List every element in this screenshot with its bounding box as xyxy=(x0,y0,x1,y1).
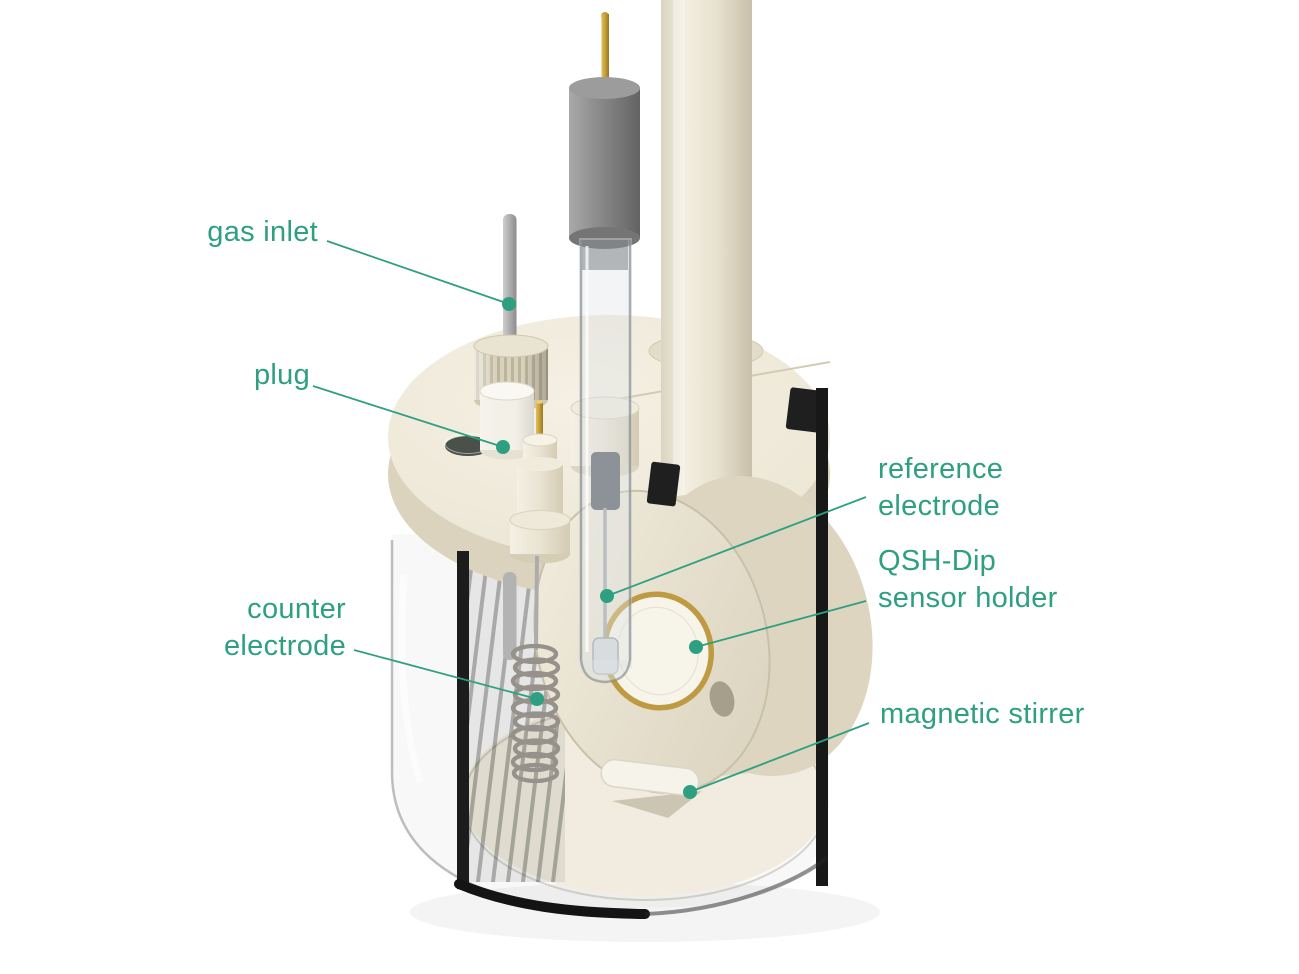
glass-highlight xyxy=(398,574,424,784)
label-magnetic-stirrer: magnetic stirrer xyxy=(880,698,1085,730)
label-reference-electrode: reference electrode xyxy=(878,451,1003,525)
counter-electrode-pin xyxy=(536,402,543,444)
gas-inlet-tube-lower xyxy=(503,572,517,660)
label-reference-electrode-line2: electrode xyxy=(878,490,1000,522)
leader-magnetic-stirrer xyxy=(689,722,870,793)
lid-open-port xyxy=(445,436,491,456)
qsh-dip-sensor-holder xyxy=(533,475,873,795)
holder-side-hole xyxy=(709,681,735,717)
reference-electrode-assembly xyxy=(569,12,640,684)
dot-qsh-dip xyxy=(689,640,703,654)
dot-gas-inlet xyxy=(502,297,516,311)
dot-plug xyxy=(496,440,510,454)
sensor-holder-shaft xyxy=(661,0,752,548)
label-reference-electrode-line1: reference xyxy=(878,453,1004,485)
label-qsh-dip-sensor-holder: QSH-Dip sensor holder xyxy=(878,543,1058,617)
label-plug: plug xyxy=(253,359,310,391)
reference-frit xyxy=(592,637,619,675)
counter-electrode-wire xyxy=(534,555,539,651)
label-qsh-dip-line2: sensor holder xyxy=(878,582,1058,614)
label-counter-electrode-line2: electrode xyxy=(224,630,346,662)
label-gas-inlet: gas inlet xyxy=(207,216,318,248)
annotation-dots xyxy=(496,297,703,799)
magnetic-stirrer-bar xyxy=(600,758,702,818)
counter-electrode-port xyxy=(509,400,571,564)
label-qsh-dip-line1: QSH-Dip xyxy=(878,545,997,577)
reference-electrode-body xyxy=(569,88,640,238)
leader-counter-electrode xyxy=(353,649,538,700)
dot-reference-electrode xyxy=(600,589,614,603)
leader-qsh-dip xyxy=(695,600,867,648)
reference-electrode-glass-tube xyxy=(579,238,632,684)
reference-electrode-pin xyxy=(601,14,609,88)
leader-lines xyxy=(312,240,870,793)
label-counter-electrode: counter electrode xyxy=(224,591,346,665)
lid-clamp-left xyxy=(646,461,681,507)
leader-gas-inlet xyxy=(326,240,510,305)
leader-reference-electrode xyxy=(606,496,867,597)
dot-magnetic-stirrer xyxy=(683,785,697,799)
dot-counter-electrode xyxy=(530,692,544,706)
lid-clamp-right xyxy=(785,387,825,433)
leader-plug xyxy=(312,385,504,448)
label-counter-electrode-line1: counter xyxy=(247,593,346,625)
